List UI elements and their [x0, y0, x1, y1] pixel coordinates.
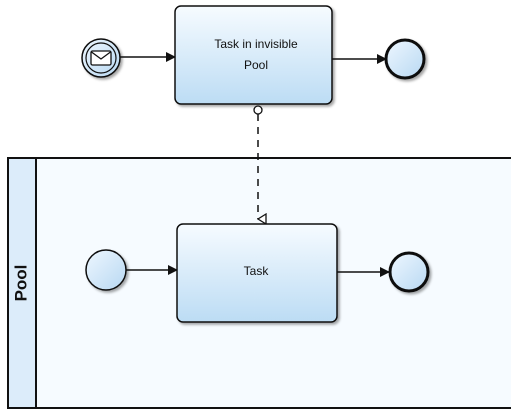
task-label-line2: Pool: [244, 58, 268, 72]
end-event[interactable]: [384, 38, 426, 80]
end-event[interactable]: [388, 251, 430, 293]
message-flow-source-marker: [253, 105, 263, 115]
pool-header: [7, 157, 37, 409]
message-flow[interactable]: [253, 105, 263, 219]
start-event[interactable]: [85, 249, 127, 291]
task-label: Task: [244, 264, 270, 278]
pool-task[interactable]: Task: [176, 223, 338, 323]
envelope-icon: [90, 50, 112, 66]
task-in-invisible-pool[interactable]: Task in invisible Pool: [174, 5, 333, 105]
pool-label: Pool: [11, 265, 30, 302]
task-label-line1: Task in invisible: [214, 37, 298, 51]
